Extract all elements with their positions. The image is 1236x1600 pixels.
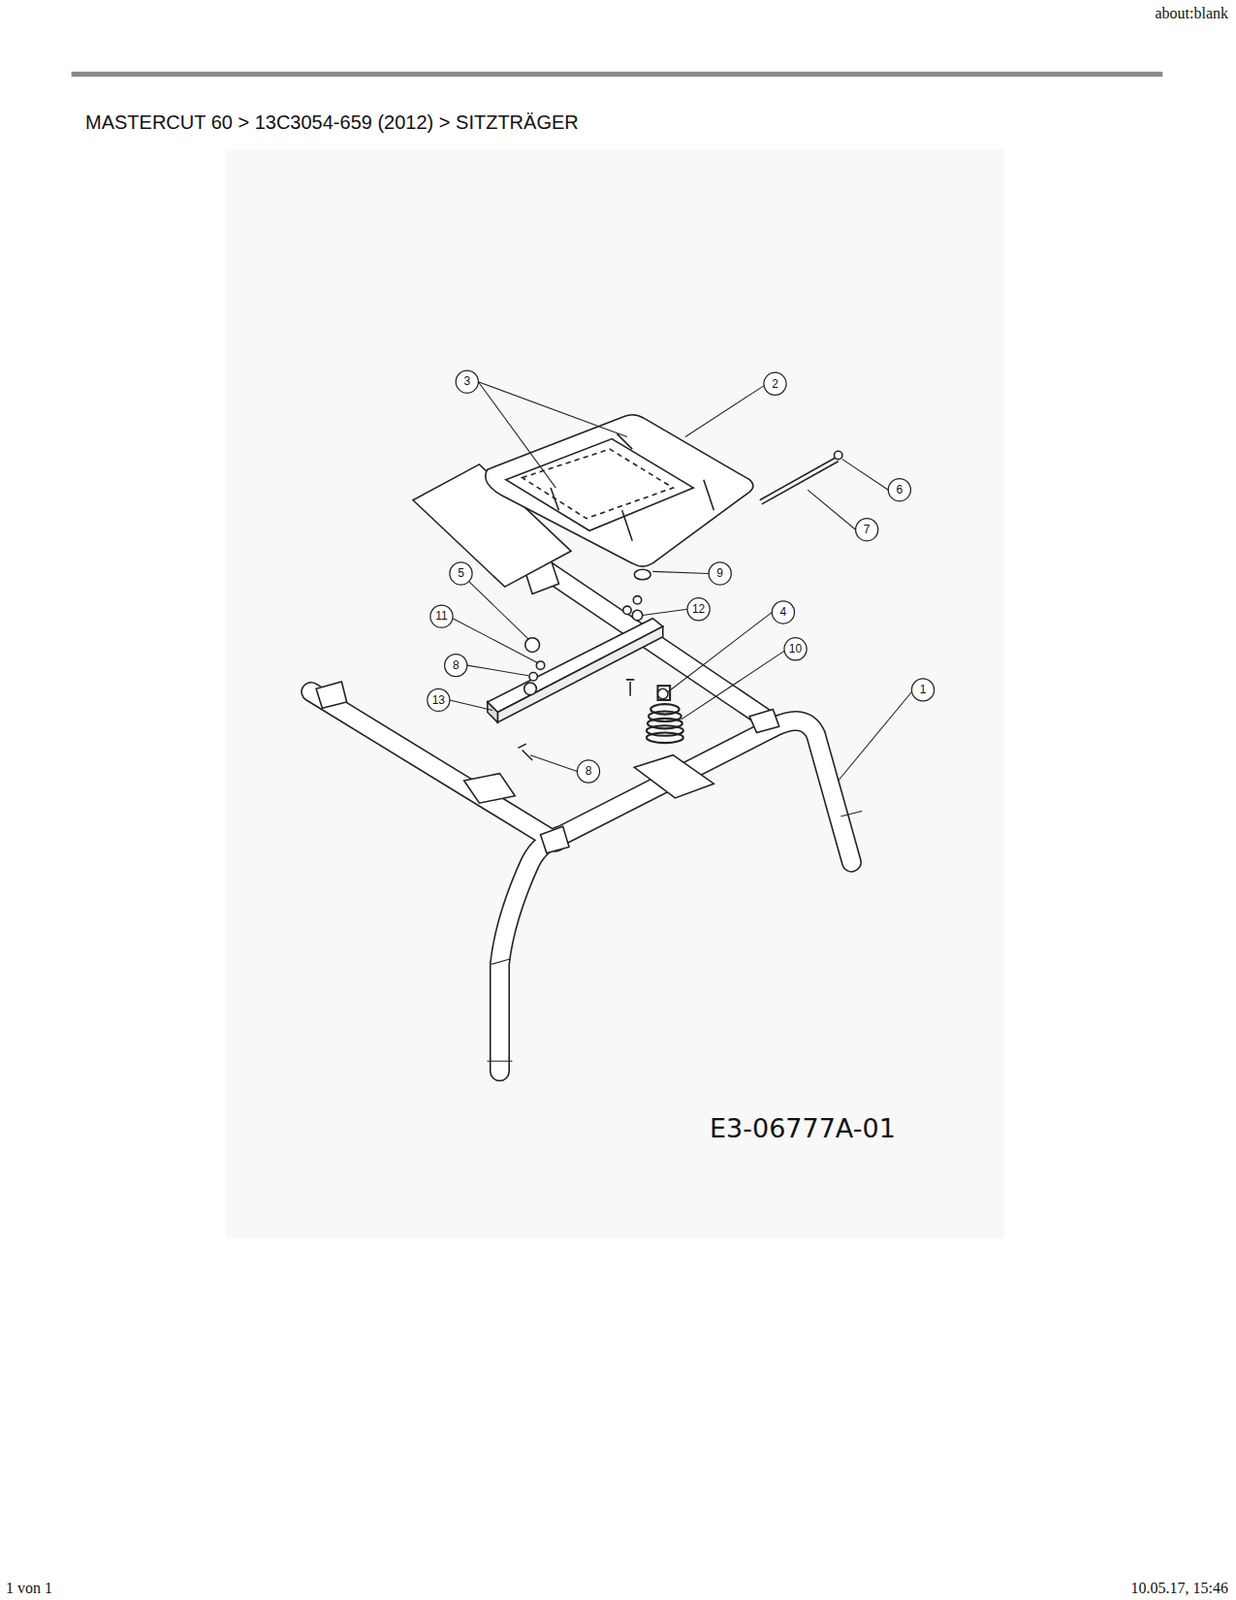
- callout-number: 13: [432, 694, 445, 706]
- callout-number: 3: [463, 375, 471, 387]
- leader-lines: [449, 381, 913, 781]
- callout-number: 6: [896, 483, 904, 496]
- callout-circles: [427, 370, 935, 783]
- callout-number: 9: [716, 567, 724, 579]
- callout-number: 8: [585, 764, 593, 777]
- seat-plate: [412, 414, 754, 587]
- browser-header: about:blank: [1154, 5, 1229, 22]
- spring: [646, 685, 684, 743]
- callout-number: 4: [780, 605, 788, 618]
- callout-number: 2: [771, 378, 779, 390]
- callout-number: 5: [457, 567, 465, 579]
- breadcrumb-title: MASTERCUT 60 > 13C3054-659 (2012) > SITZ…: [85, 112, 579, 132]
- drawing-number: E3-06777A-01: [709, 1114, 896, 1141]
- header-rule: [71, 71, 1164, 77]
- drawing-ground: [224, 149, 1005, 1239]
- callout-number: 11: [435, 609, 447, 622]
- callout-number: 7: [863, 523, 871, 536]
- callout-number: 12: [692, 602, 705, 615]
- page-count: 1 von 1: [5, 1580, 53, 1596]
- callout-number: 8: [452, 659, 460, 671]
- small-parts: [517, 450, 843, 761]
- frame-tubes: [311, 566, 862, 1072]
- brackets: [316, 559, 780, 854]
- print-timestamp: 10.05.17, 15:46: [1131, 1580, 1229, 1596]
- cross-channel: [487, 618, 664, 723]
- callout-number: 10: [789, 642, 802, 655]
- callout-number: 1: [919, 683, 927, 696]
